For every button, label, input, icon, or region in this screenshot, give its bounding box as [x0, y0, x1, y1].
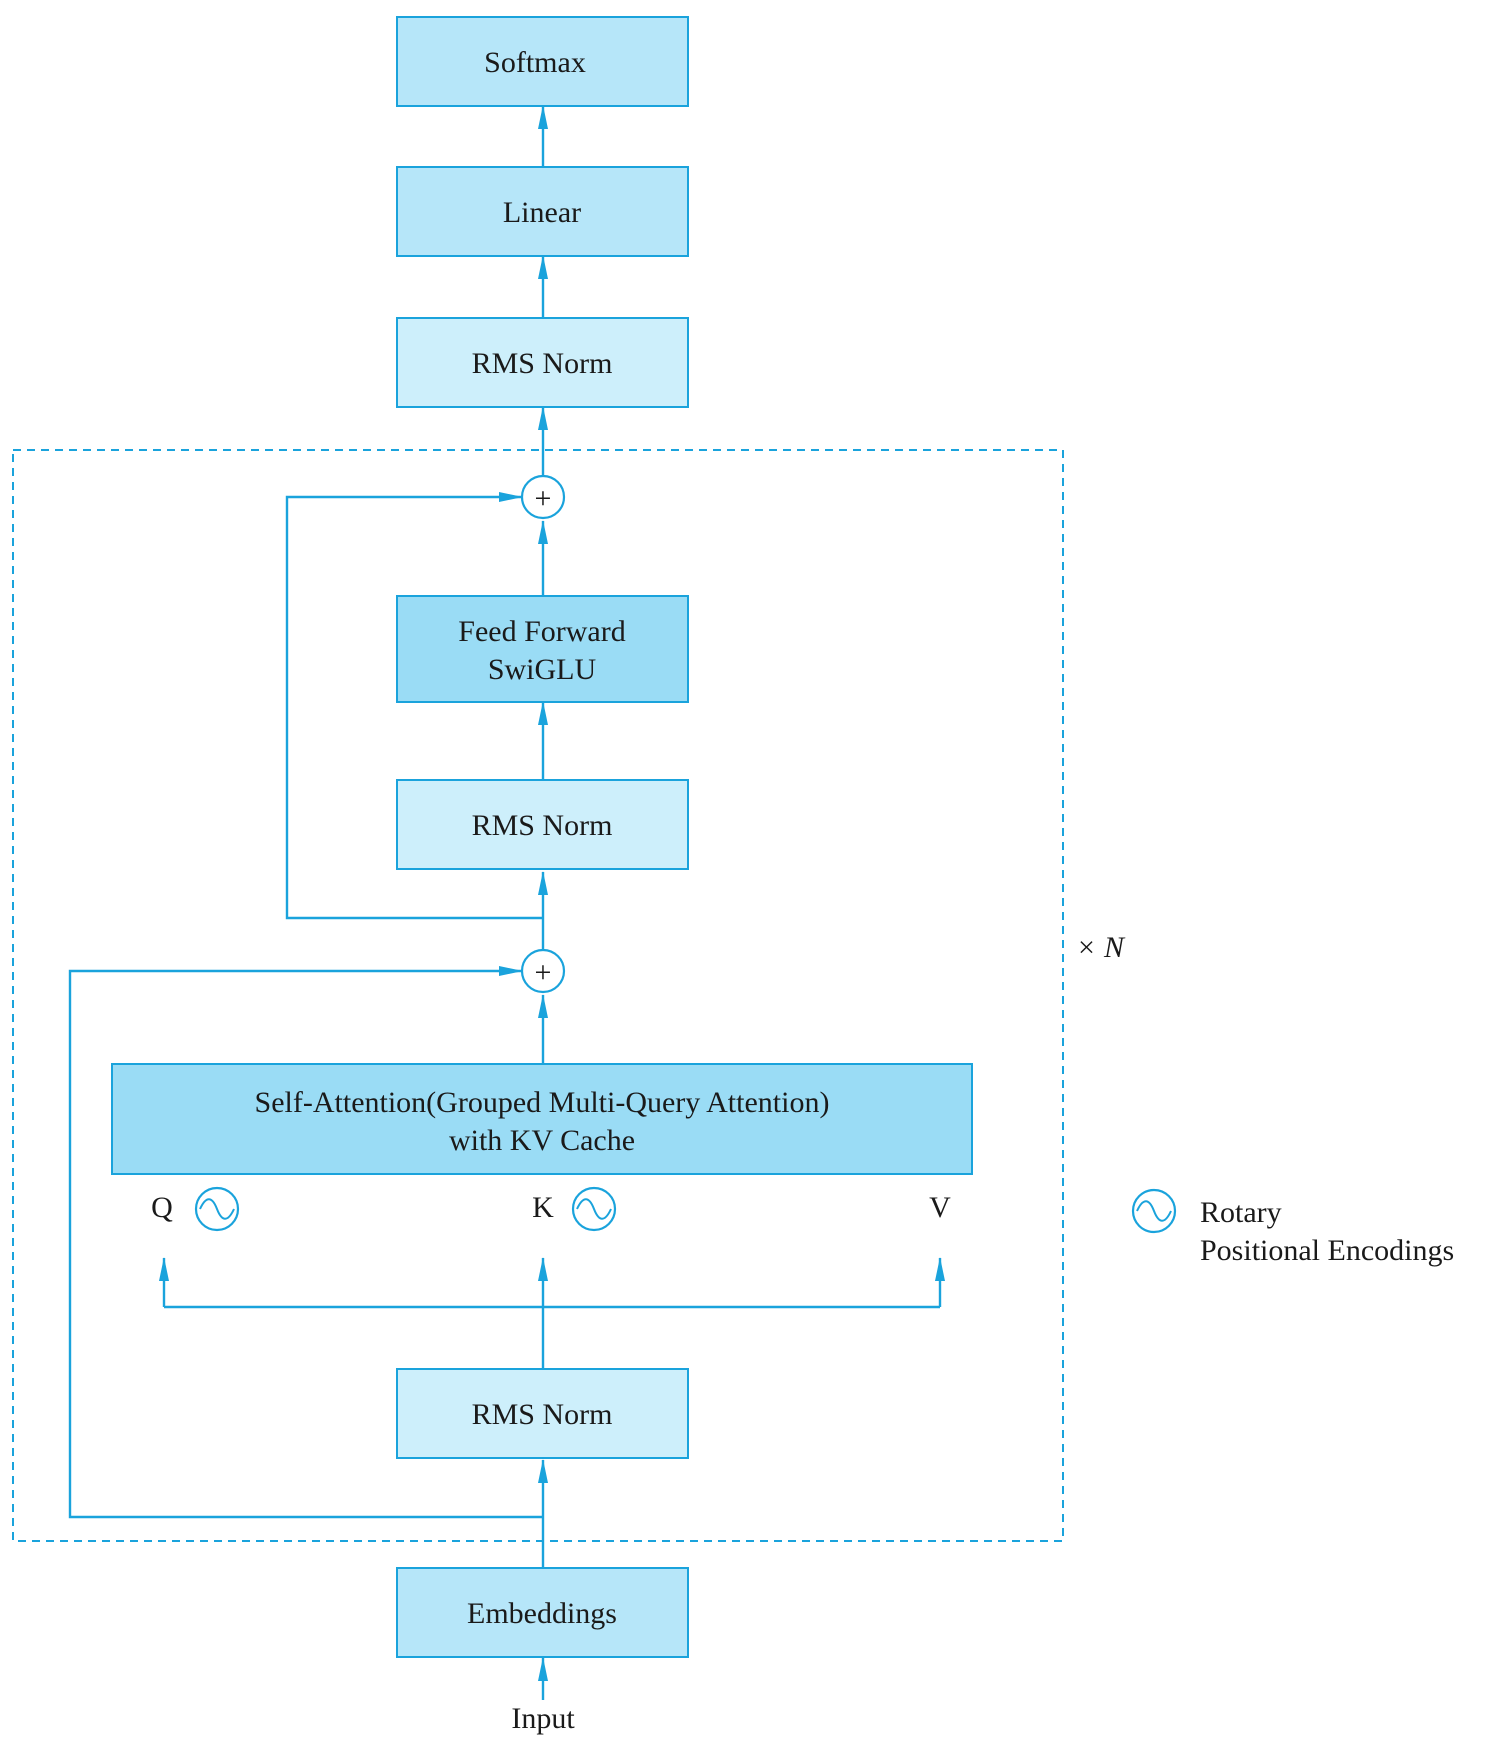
- label-k: K: [532, 1191, 554, 1224]
- node-embeddings-label: Embeddings: [467, 1597, 617, 1630]
- repeat-block-frame: [12, 449, 1064, 1542]
- node-self-attention: Self-Attention(Grouped Multi-Query Atten…: [111, 1063, 973, 1175]
- input-label: Input: [511, 1702, 575, 1735]
- rotary-wave-icon: [1131, 1188, 1177, 1234]
- node-feed-forward: Feed Forward SwiGLU: [396, 595, 689, 703]
- node-softmax: Softmax: [396, 16, 689, 107]
- edge-residual-attention: [68, 966, 543, 1519]
- node-rms-norm-mid-label: RMS Norm: [472, 809, 613, 842]
- repeat-times-symbol: ×: [1078, 931, 1095, 964]
- node-embeddings: Embeddings: [396, 1567, 689, 1658]
- node-rms-norm-mid: RMS Norm: [396, 779, 689, 870]
- node-self-attention-line1: Self-Attention(Grouped Multi-Query Atten…: [255, 1086, 830, 1119]
- repeat-count-label: × N: [1078, 931, 1126, 964]
- node-rms-norm-bottom-label: RMS Norm: [472, 1398, 613, 1431]
- node-rms-norm-top-label: RMS Norm: [472, 347, 613, 380]
- repeat-n-symbol: N: [1103, 931, 1126, 964]
- label-v: V: [929, 1191, 951, 1224]
- label-q: Q: [151, 1191, 173, 1224]
- rotary-wave-icon: [571, 1186, 617, 1232]
- node-rms-norm-top: RMS Norm: [396, 317, 689, 408]
- add-node-ffn: +: [520, 474, 566, 520]
- rotary-wave-icon: [194, 1186, 240, 1232]
- add-node-ffn-symbol: +: [535, 482, 552, 515]
- legend: Rotary Positional Encodings: [1131, 1188, 1454, 1267]
- edge-residual-ffn: [285, 492, 543, 920]
- node-feed-forward-line1: Feed Forward: [458, 615, 625, 648]
- node-feed-forward-line2: SwiGLU: [488, 653, 597, 686]
- node-linear: Linear: [396, 166, 689, 257]
- legend-label-line1: Rotary: [1200, 1196, 1282, 1229]
- legend-label-line2: Positional Encodings: [1200, 1234, 1454, 1267]
- add-node-attention: +: [520, 948, 566, 994]
- node-self-attention-line2: with KV Cache: [449, 1124, 635, 1157]
- node-linear-label: Linear: [503, 196, 581, 229]
- node-softmax-label: Softmax: [484, 46, 586, 79]
- add-node-attention-symbol: +: [535, 956, 552, 989]
- node-rms-norm-bottom: RMS Norm: [396, 1368, 689, 1459]
